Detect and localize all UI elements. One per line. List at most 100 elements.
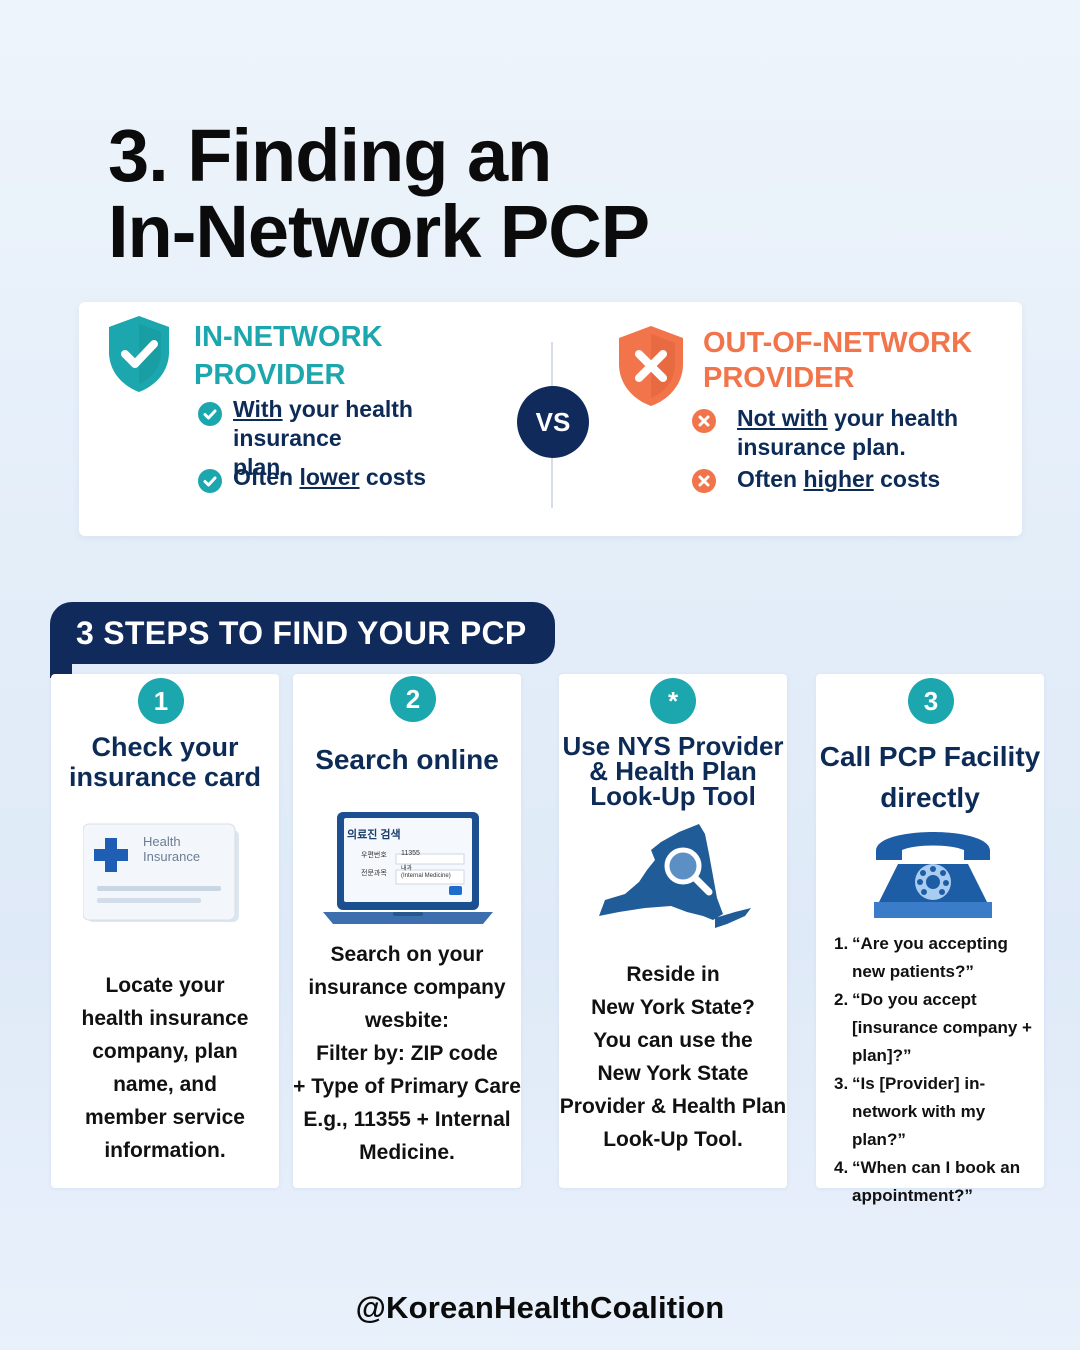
in-network-bullet-plan: With your health insurance plan. [233,395,523,482]
in-network-title: IN-NETWORK PROVIDER [194,318,382,394]
in-network-title-line2: PROVIDER [194,359,346,391]
question-line: “Are you accepting [852,934,1008,953]
question-number: 1. [834,934,849,953]
step-title-line: Use NYS Provider [562,731,784,761]
insurance-card-label-line: Insurance [143,849,201,864]
step-title-line: Call PCP Facility [819,741,1041,772]
question-item: 3. “Is [Provider] in-network with my pla… [834,1070,1040,1154]
out-network-bullet-cost: Often higher costs [737,465,940,494]
step-title-line: directly [880,782,980,813]
telephone-icon [870,816,996,925]
step-description-line: Filter by: ZIP code [316,1042,498,1065]
step-title: Check your insurance card [51,732,279,792]
in-network-bullet-plan-text2: plan. [233,454,287,480]
question-line: appointment?” [852,1186,973,1205]
step-title-line: & Health Plan [589,756,757,786]
laptop-screen-heading: 의료진 검색 [347,829,401,841]
step-description: Search on your insurance company wesbite… [293,938,521,1169]
question-line: “Do you accept [852,990,977,1009]
step-description-line: + Type of Primary Care [293,1075,521,1098]
step-description: Locate your health insurance company, pl… [51,969,279,1167]
page-title: 3. Finding an In-Network PCP [108,118,650,270]
step-title-line: Check your [91,732,239,762]
question-text: “Are you accepting new patients?” [852,930,1008,986]
out-network-title-line2: PROVIDER [703,362,855,394]
laptop-specialty-value-line: (Internal Medicine) [401,873,451,879]
question-line: new patients?” [852,962,974,981]
question-line: network with my plan?” [852,1102,986,1149]
out-network-bullet-plan-emphasis: Not with [737,405,828,431]
in-network-cost-post: costs [359,464,427,490]
out-network-cost-post: costs [873,466,941,492]
step-title: Call PCP Facility directly [816,736,1044,818]
in-network-title-line1: IN-NETWORK [194,321,383,353]
question-text: “Do you accept [insurance company + plan]?… [852,986,1032,1070]
step-badge: 1 [138,678,184,724]
step-description-line: E.g., 11355 + Internal [303,1108,511,1131]
steps-banner: 3 STEPS TO FIND YOUR PCP [50,602,555,664]
step-description-line: information. [104,1139,226,1162]
step-description-line: member service [85,1106,245,1129]
question-line: “When can I book an [852,1158,1021,1177]
question-line: [insurance company + [852,1018,1032,1037]
step-description-line: Look-Up Tool. [603,1128,743,1151]
insurance-card-image: Health Insurance [82,822,243,933]
question-item: 2. “Do you accept [insurance company + pla… [834,986,1040,1070]
step-title-line: Look-Up Tool [590,781,756,811]
out-network-bullet-plan-text: your health [827,405,959,431]
laptop-zip-value: 11355 [401,850,420,857]
step-description-line: Locate your [105,974,225,997]
step-description-line: company, plan [92,1040,238,1063]
question-number: 3. [834,1074,849,1093]
x-circle-icon [692,469,716,493]
in-network-bullet-plan-emphasis: With [233,396,283,422]
out-network-bullet-plan: Not with your health insurance plan. [737,404,1007,462]
laptop-specialty-value: 내과 (Internal Medicine) [401,866,451,880]
laptop-image: 의료진 검색 우편번호 11355 전문과목 내과 (Internal Medi… [323,812,493,926]
step-description-line: Reside in [626,963,720,986]
question-item: 1. “Are you accepting new patients?” [834,930,1040,986]
question-text: “When can I book an appointment?” [852,1154,1020,1210]
out-network-cost-emphasis: higher [803,466,874,492]
step-title: Use NYS Provider & Health Plan Look-Up T… [559,731,787,811]
step-description-line: You can use the [593,1029,753,1052]
question-line: plan]?” [852,1046,912,1065]
step-card-call-facility: 3 Call PCP Facility directly 1. “Are you… [816,674,1044,1205]
step-title-line: Search online [315,744,499,775]
question-text: “Is [Provider] in-network with my plan?” [852,1070,1040,1154]
question-number: 4. [834,1158,849,1177]
step-description-line: insurance company [308,976,506,999]
laptop-specialty-label: 전문과목 [361,870,387,877]
step-description: Reside in New York State? You can use th… [559,958,787,1156]
step-description-line: wesbite: [364,1009,450,1032]
out-network-bullet-plan-text2: insurance plan. [737,434,906,460]
out-of-network-title: OUT-OF-NETWORK PROVIDER [703,326,972,396]
network-comparison-card: IN-NETWORK PROVIDER With your health ins… [79,302,1022,536]
shield-check-icon [105,314,173,394]
step-badge: 3 [908,678,954,724]
step-card-insurance: 1 Check your insurance card Health Insur… [51,674,279,1188]
new-york-map-search-icon [595,820,755,937]
laptop-specialty-value-line: 내과 [401,866,413,872]
in-network-bullet-plan-text: your health insurance [233,396,413,451]
in-network-cost-pre: Often [233,464,300,490]
question-list: 1. “Are you accepting new patients?” 2. “… [834,930,1040,1210]
question-number: 2. [834,990,849,1009]
step-description-line: New York State? [591,996,755,1019]
question-line: “Is [Provider] in- [852,1074,986,1093]
check-circle-icon [198,469,222,493]
out-network-title-line1: OUT-OF-NETWORK [703,327,973,359]
question-item: 4. “When can I book an appointment?” [834,1154,1040,1210]
step-description-line: Provider & Health Plan [559,1095,787,1118]
laptop-zip-label: 우편번호 [361,852,387,859]
step-title-line: insurance card [68,762,262,792]
insurance-card-label-line: Health [143,834,181,849]
shield-x-icon [615,324,687,408]
step-description-line: Search on your [330,943,484,966]
step-card-nys-lookup: * Use NYS Provider & Health Plan Look-Up… [559,674,787,1188]
step-description-line: name, and [113,1073,217,1096]
step-card-search-online: 2 Search online 의료진 검색 우편번호 11355 전문과목 내… [293,674,521,1188]
insurance-card-label: Health Insurance [143,834,200,864]
step-description-line: New York State [597,1062,749,1085]
step-badge: * [650,678,696,724]
